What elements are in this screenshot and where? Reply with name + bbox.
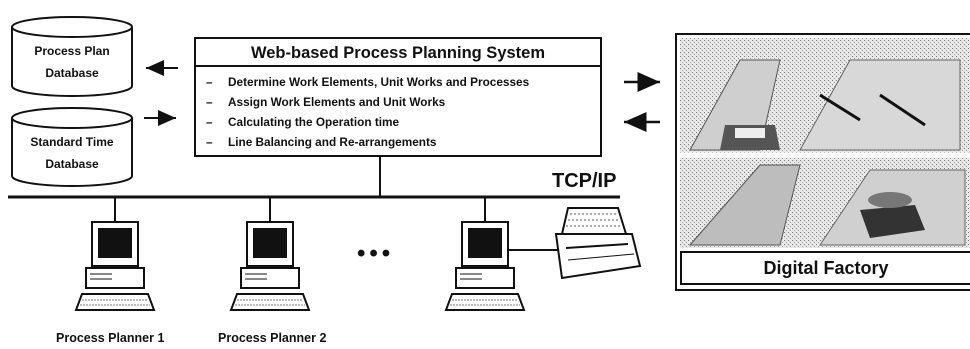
- tcpip-label: TCP/IP: [552, 170, 617, 192]
- standard-time-label-line1: Standard Time: [30, 135, 114, 149]
- printer-icon: [554, 207, 642, 280]
- standard-time-label-line2: Database: [45, 157, 99, 171]
- standard-time-database-label: Standard Time Database: [12, 131, 132, 175]
- workstation-2-icon: [229, 221, 311, 311]
- system-function-list: –Determine Work Elements, Unit Works and…: [206, 72, 529, 152]
- process-plan-database-label: Process Plan Database: [12, 40, 132, 84]
- workstation-3-icon: [444, 221, 526, 311]
- system-function-item: –Calculating the Operation time: [206, 115, 400, 129]
- system-function-item: –Determine Work Elements, Unit Works and…: [206, 75, 530, 89]
- process-plan-label-line2: Database: [45, 66, 99, 80]
- workstation-1-icon: [74, 221, 156, 311]
- process-plan-label-line1: Process Plan: [34, 44, 110, 58]
- process-planner-1-label: Process Planner 1: [56, 331, 165, 345]
- digital-factory-label: Digital Factory: [680, 251, 970, 285]
- standard-time-database-icon: [11, 107, 133, 187]
- digital-factory-image: [675, 33, 970, 291]
- more-planners-ellipsis: •••: [357, 240, 395, 267]
- process-planning-system-box: Web-based Process Planning System –Deter…: [194, 37, 602, 157]
- system-function-item: –Assign Work Elements and Unit Works: [206, 95, 446, 109]
- system-function-item: –Line Balancing and Re-arrangements: [206, 135, 437, 149]
- process-planner-2-label: Process Planner 2: [218, 331, 327, 345]
- process-plan-database-icon: [11, 16, 133, 97]
- system-title: Web-based Process Planning System: [196, 39, 600, 67]
